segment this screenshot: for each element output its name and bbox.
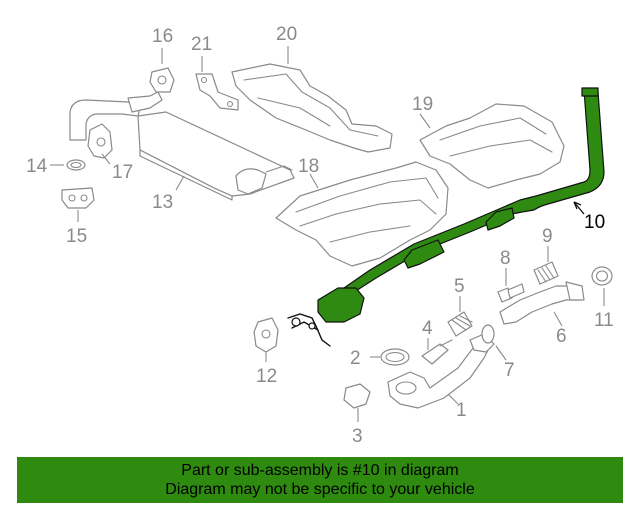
part-20-heat-shield[interactable] xyxy=(231,63,393,153)
part-21-bracket[interactable] xyxy=(195,73,239,111)
part-18-heat-shield[interactable] xyxy=(275,161,449,267)
callout-19: 19 xyxy=(412,94,433,115)
part-11-gasket[interactable] xyxy=(591,266,613,286)
callout-7: 7 xyxy=(504,360,515,381)
callout-20: 20 xyxy=(276,24,297,45)
part-4-sensor[interactable] xyxy=(421,339,453,365)
callout-9: 9 xyxy=(542,226,553,247)
part-8-bolt[interactable] xyxy=(497,283,525,303)
part-17-hanger[interactable] xyxy=(87,123,113,159)
callout-18: 18 xyxy=(298,156,319,177)
part-9-spring[interactable] xyxy=(533,261,559,285)
exhaust-parts-diagram: 16 21 20 19 18 13 14 15 17 12 2 3 1 4 5 … xyxy=(26,24,614,447)
callout-3: 3 xyxy=(352,426,363,447)
part-5-spring[interactable] xyxy=(447,311,473,337)
part-12-hanger[interactable] xyxy=(253,317,279,353)
callout-10: 10 xyxy=(584,212,605,233)
callout-16: 16 xyxy=(152,26,173,47)
part-15-hanger[interactable] xyxy=(61,187,95,209)
part-16-hanger[interactable] xyxy=(149,67,175,93)
callout-13: 13 xyxy=(152,192,173,213)
part-19-heat-shield[interactable] xyxy=(419,103,565,189)
callout-15: 15 xyxy=(66,226,87,247)
part-7-gasket[interactable] xyxy=(481,324,495,344)
callout-2: 2 xyxy=(350,348,361,369)
banner-line-1: Part or sub-assembly is #10 in diagram xyxy=(181,462,459,479)
part-13-muffler[interactable] xyxy=(69,91,295,201)
callout-14: 14 xyxy=(26,156,48,177)
part-3-clip[interactable] xyxy=(343,383,371,409)
callout-6: 6 xyxy=(556,326,567,347)
part-10-exhaust-pipe[interactable] xyxy=(287,87,605,347)
callout-11: 11 xyxy=(594,310,614,331)
leader-lines xyxy=(50,46,605,422)
callout-1: 1 xyxy=(456,400,467,421)
part-6-pipe[interactable] xyxy=(499,281,585,325)
callout-21: 21 xyxy=(191,34,212,55)
part-14-gasket[interactable] xyxy=(66,159,86,171)
banner-line-2: Diagram may not be specific to your vehi… xyxy=(165,481,475,498)
callout-8: 8 xyxy=(500,248,511,269)
part-2-gasket[interactable] xyxy=(380,348,410,366)
info-banner: Part or sub-assembly is #10 in diagram D… xyxy=(17,457,623,503)
callout-12: 12 xyxy=(256,366,277,387)
callout-5: 5 xyxy=(454,276,465,297)
callout-4: 4 xyxy=(422,318,433,339)
callout-17: 17 xyxy=(112,162,133,183)
